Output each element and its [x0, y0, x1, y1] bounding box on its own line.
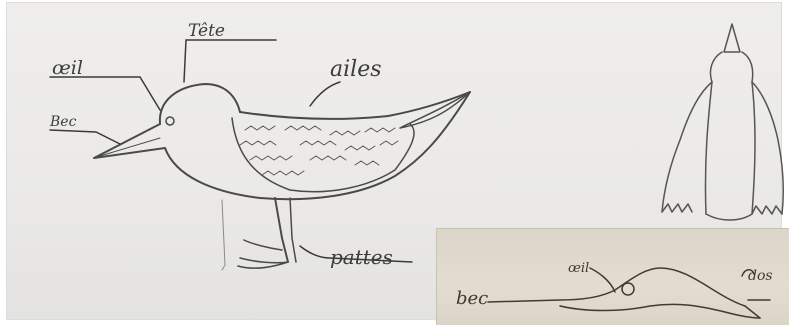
inset-eye	[622, 283, 634, 295]
inset-label-bec: bec	[456, 288, 488, 309]
leg	[275, 198, 288, 262]
inset-label-oeil: œil	[568, 261, 589, 276]
bird-drawing-side	[94, 84, 470, 270]
eye	[166, 117, 174, 125]
beak-outline	[94, 124, 165, 158]
foot	[238, 240, 288, 268]
label-tete: Tête	[188, 21, 225, 41]
label-oeil: œil	[52, 57, 83, 79]
back-outline	[240, 92, 470, 119]
front-beak	[724, 24, 740, 52]
inset-label-doigts: dos	[748, 268, 773, 284]
bird-drawing-inset	[488, 268, 770, 318]
bird-drawing-front	[662, 24, 783, 220]
label-bec: Bec	[49, 114, 77, 130]
label-ailes: ailes	[330, 57, 382, 82]
label-pattes: pattes	[330, 245, 393, 269]
